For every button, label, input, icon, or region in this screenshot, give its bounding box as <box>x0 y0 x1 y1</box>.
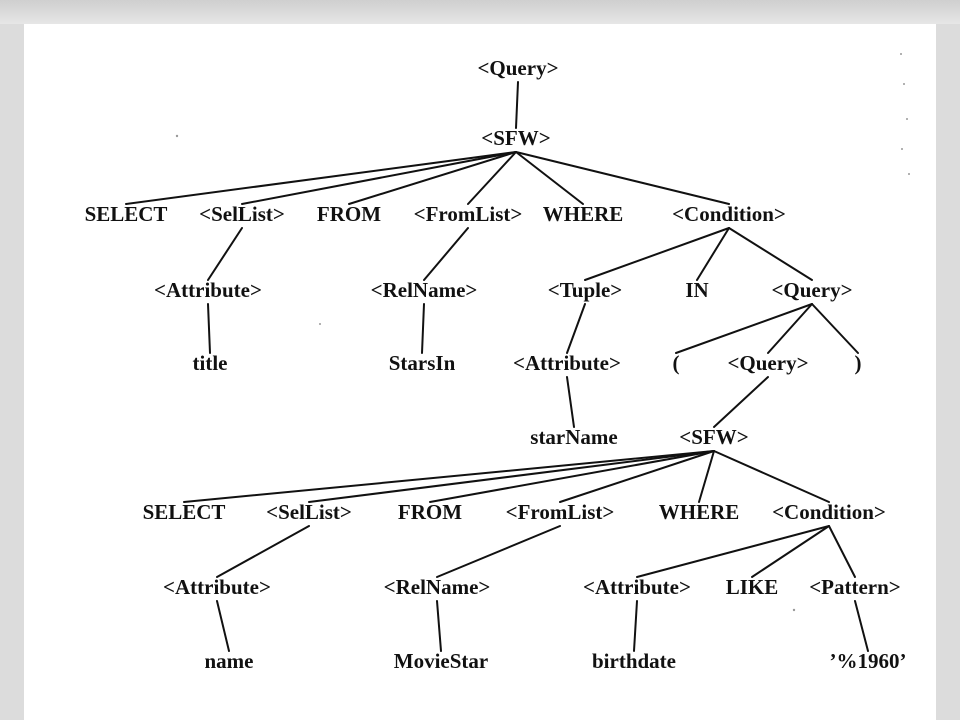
edge-attr4-to-birthdate <box>633 600 638 652</box>
edge-cond2-to-pattern <box>828 525 856 578</box>
node-in1: IN <box>685 278 708 302</box>
edge-relname1-to-starsin <box>421 303 425 354</box>
edge-fromlist1-to-relname1 <box>423 227 469 281</box>
parse-tree-diagram: <Query> <SFW> SELECT <SelList> FROM <FromList… <box>85 53 910 673</box>
edge-sfw2-to-select2 <box>183 450 715 503</box>
node-like: LIKE <box>726 575 779 599</box>
parse-tree-edges <box>125 81 869 652</box>
node-select2: SELECT <box>143 500 226 524</box>
node-tuple1: <Tuple> <box>548 278 623 302</box>
edge-cond2-to-like <box>751 525 830 578</box>
node-name: name <box>205 649 254 673</box>
node-birthdate: birthdate <box>592 649 676 673</box>
edge-cond1-to-tuple1 <box>584 227 730 281</box>
edge-q3-to-sfw2 <box>713 376 769 428</box>
node-lparen: ( <box>673 351 680 375</box>
edge-attr1-to-title <box>207 303 211 354</box>
edge-q2-to-rparen <box>811 303 859 354</box>
edge-sfw1-to-cond1 <box>515 151 730 205</box>
node-attr2: <Attribute> <box>513 351 621 375</box>
node-sfw2: <SFW> <box>679 425 748 449</box>
edge-tuple1-to-attr2 <box>566 303 586 354</box>
node-cond1: <Condition> <box>672 202 786 226</box>
edge-attr2-to-starname <box>566 376 575 428</box>
node-q2: <Query> <box>771 278 852 302</box>
edge-sfw1-to-fromlist1 <box>467 151 517 205</box>
edge-sellist2-to-attr3 <box>216 525 310 578</box>
edge-sfw1-to-sellist1 <box>241 151 517 205</box>
node-cond2: <Condition> <box>772 500 886 524</box>
scan-specks <box>175 53 910 612</box>
node-where1: WHERE <box>543 202 624 226</box>
node-where2: WHERE <box>659 500 740 524</box>
node-select1: SELECT <box>85 202 168 226</box>
edge-cond2-to-attr4 <box>636 525 830 578</box>
edge-pattern-to-pct1960 <box>854 600 869 652</box>
node-sfw1: <SFW> <box>481 126 550 150</box>
edge-sfw2-to-fromlist2 <box>559 450 715 503</box>
edge-q2-to-lparen <box>675 303 813 354</box>
edge-cond1-to-in1 <box>696 227 730 281</box>
node-pct1960: ’%1960’ <box>830 649 907 673</box>
edge-fromlist2-to-relname2 <box>436 525 561 578</box>
node-from2: FROM <box>398 500 462 524</box>
edge-sfw1-to-from1 <box>348 151 517 205</box>
slide: <Query> <SFW> SELECT <SelList> FROM <FromList… <box>24 24 936 720</box>
node-starsin: StarsIn <box>389 351 456 375</box>
node-starname: starName <box>530 425 617 449</box>
edge-attr3-to-name <box>216 600 230 652</box>
node-attr1: <Attribute> <box>154 278 262 302</box>
edge-sfw2-to-where2 <box>698 450 715 503</box>
edge-sfw1-to-where1 <box>515 151 584 205</box>
edge-sfw1-to-select1 <box>125 151 517 205</box>
node-title: title <box>193 351 228 375</box>
edge-sfw2-to-from2 <box>429 450 715 503</box>
node-sellist2: <SelList> <box>266 500 352 524</box>
node-attr3: <Attribute> <box>163 575 271 599</box>
slide-top-band <box>0 0 960 24</box>
node-relname2: <RelName> <box>384 575 491 599</box>
edge-relname2-to-moviestar <box>436 600 442 652</box>
node-moviestar: MovieStar <box>394 649 488 673</box>
node-fromlist2: <FromList> <box>506 500 615 524</box>
edge-sfw2-to-sellist2 <box>308 450 715 503</box>
node-relname1: <RelName> <box>371 278 478 302</box>
node-q3: <Query> <box>727 351 808 375</box>
node-from1: FROM <box>317 202 381 226</box>
edge-sfw2-to-cond2 <box>713 450 830 503</box>
edge-q2-to-q3 <box>767 303 813 354</box>
parse-tree-nodes: <Query> <SFW> SELECT <SelList> FROM <FromList… <box>85 56 907 673</box>
edge-cond1-to-q2 <box>728 227 813 281</box>
node-fromlist1: <FromList> <box>414 202 523 226</box>
node-sellist1: <SelList> <box>199 202 285 226</box>
node-attr4: <Attribute> <box>583 575 691 599</box>
node-rparen: ) <box>855 351 862 375</box>
edge-q1-to-sfw1 <box>515 81 519 129</box>
node-pattern: <Pattern> <box>809 575 901 599</box>
edge-sellist1-to-attr1 <box>207 227 243 281</box>
node-q1: <Query> <box>477 56 558 80</box>
